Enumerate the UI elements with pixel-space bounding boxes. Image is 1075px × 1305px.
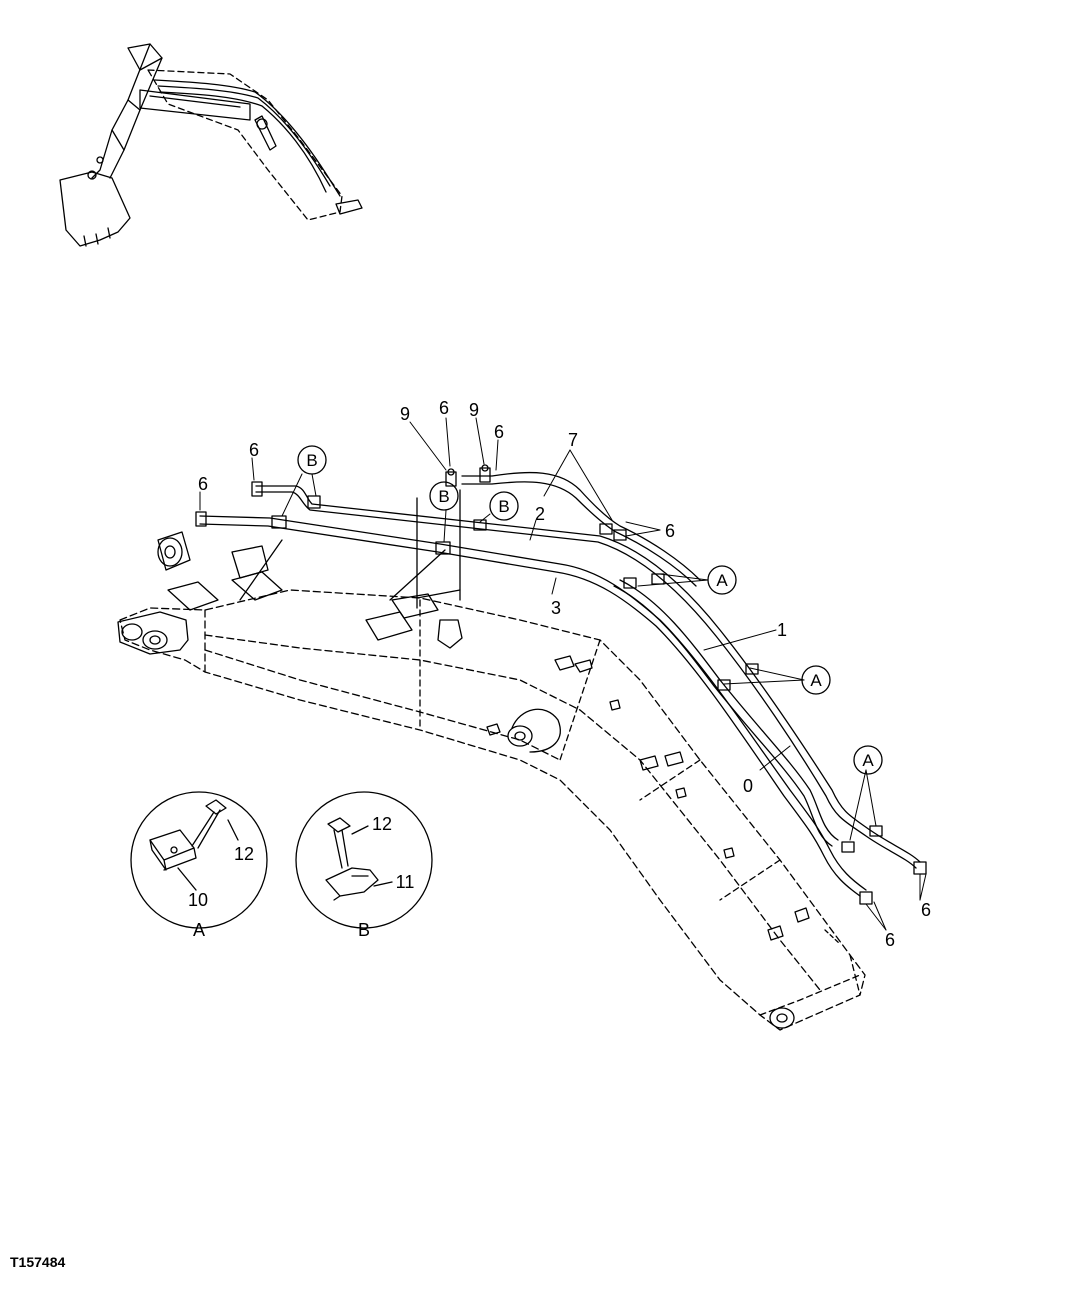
locator-thumbnail	[59, 43, 363, 247]
ref-circle-a3	[853, 745, 883, 775]
hydraulic-lines	[195, 464, 927, 905]
leader-lines	[199, 417, 927, 931]
callout-9-right: 9	[469, 400, 479, 420]
ref-label-a2: A	[810, 671, 822, 690]
ref-label-b3: B	[498, 497, 509, 516]
figure-id: T157484	[10, 1254, 66, 1270]
detail-a-view	[130, 791, 268, 929]
ref-label-b2: B	[438, 487, 449, 506]
detail-b-bolt-number: 12	[372, 814, 392, 834]
callout-1: 1	[777, 620, 787, 640]
detail-b-view	[295, 791, 433, 929]
detail-b-clamp-number: 11	[396, 872, 415, 892]
callout-6-mid-left: 6	[439, 398, 449, 418]
callout-6-left-lower: 6	[198, 474, 208, 494]
ref-label-a1: A	[716, 571, 728, 590]
ref-circle-b3	[489, 491, 519, 521]
detail-a-label: A	[193, 920, 205, 940]
callout-6-upper-right: 6	[665, 521, 675, 541]
detail-b-label: B	[358, 920, 370, 940]
callout-6-mid-right: 6	[494, 422, 504, 442]
callout-0: 0	[743, 776, 753, 796]
callout-6-left-upper: 6	[249, 440, 259, 460]
detail-a-bolt-number: 12	[234, 844, 254, 864]
ref-circle-b2	[429, 481, 459, 511]
detail-a-bracket-number: 10	[188, 890, 208, 910]
ref-circle-a1	[707, 565, 737, 595]
callout-2: 2	[535, 504, 545, 524]
callout-3: 3	[551, 598, 561, 618]
boom-body	[117, 489, 866, 1031]
callout-6-right: 6	[921, 900, 931, 920]
callout-7: 7	[568, 430, 578, 450]
ref-label-b1: B	[306, 451, 317, 470]
callout-9-left: 9	[400, 404, 410, 424]
callout-6-bottom-right: 6	[885, 930, 895, 950]
ref-label-a3: A	[862, 751, 874, 770]
ref-circle-a2	[801, 665, 831, 695]
ref-circle-b1	[297, 445, 327, 475]
